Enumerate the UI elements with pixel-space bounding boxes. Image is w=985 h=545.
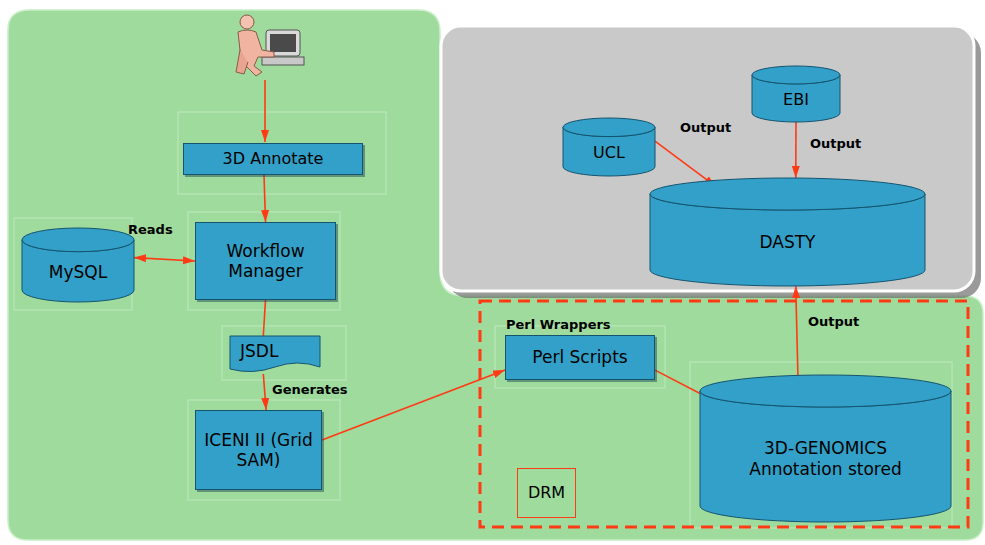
connector-arrow [322,370,505,440]
cylinder-top [700,375,951,407]
connector-arrow [795,122,797,178]
grey-panel [441,26,974,291]
node-label: UCL [593,143,625,162]
node-label: MySQL [49,262,107,282]
connector-arrow [264,175,266,222]
process-box: Workflow Manager [195,222,336,300]
database-cylinder: UCL [563,118,655,176]
cylinder-top [563,118,655,137]
database-cylinder: MySQL [22,228,134,302]
edge-label: Output [808,314,859,329]
node-label: DRM [528,483,565,502]
cylinder-body [700,391,951,522]
process-box: Perl WrappersPerl Scripts [505,335,655,380]
edge-label: Output [680,120,731,135]
connector-arrow [655,141,716,186]
connector-arrow [263,300,265,336]
node-label: 3D Annotate [223,149,324,168]
edge-label: Output [810,136,861,151]
node-label: EBI [783,90,809,109]
node-label: Workflow Manager [204,241,327,282]
cylinder-top [752,66,840,84]
faint-frames [14,112,952,528]
user-arrow [264,80,266,142]
dashed-region [480,301,968,527]
cylinder-top [22,228,134,252]
node-label: JSDL [240,341,278,361]
document-body [230,336,320,372]
database-cylinder: 3D-GENOMICS Annotation stored [700,375,951,522]
group-heading: Perl Wrappers [506,317,611,333]
edge-label: Reads [128,222,173,237]
database-cylinder: DASTY [650,178,925,286]
document-shape: JSDL [230,336,320,374]
process-box: 3D Annotate [183,143,363,175]
database-cylinder: EBI [752,66,840,122]
drm-box: DRM [517,468,576,518]
green-region [8,10,983,540]
cylinder-top [650,178,925,210]
connector-arrow [134,258,195,261]
node-label: ICENI II (Grid SAM) [204,430,313,471]
connector-arrow [263,374,266,410]
node-label: Perl Scripts [532,347,627,367]
process-box: ICENI II (Grid SAM) [195,410,322,490]
user-icon [236,15,304,76]
connector-arrow [796,286,798,375]
edge-label: Generates [272,382,348,397]
node-label: 3D-GENOMICS Annotation stored [724,438,927,479]
node-label: DASTY [760,232,816,252]
